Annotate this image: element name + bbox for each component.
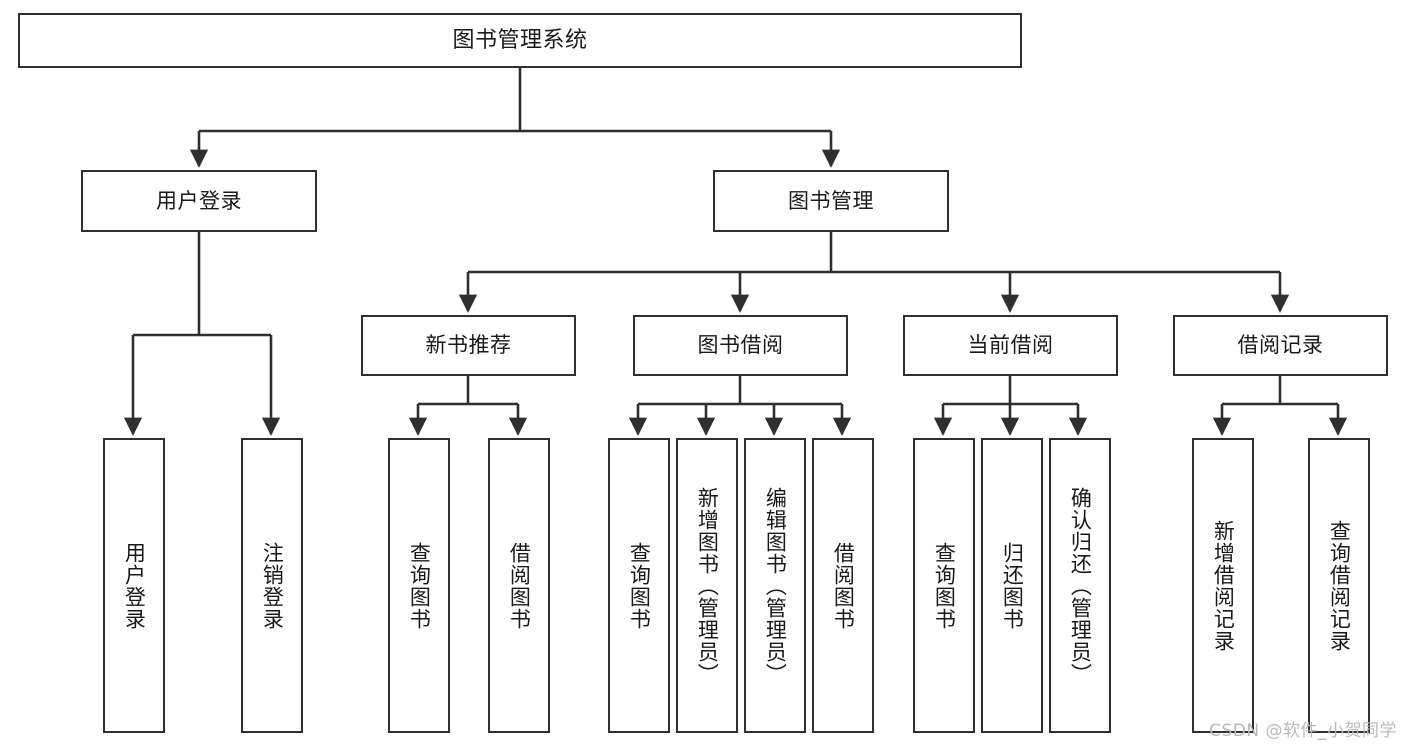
leaf-borrow-query-book[interactable]: 查询图书: [608, 438, 670, 733]
leaf-label: 用户登录: [122, 541, 147, 630]
leaf-label: 查询图书: [627, 541, 652, 630]
leaf-label: 新增图书（管理员）: [695, 486, 720, 685]
leaf-label: 查询图书: [407, 541, 432, 630]
node-user-login[interactable]: 用户登录: [81, 170, 317, 232]
leaf-current-query-book[interactable]: 查询图书: [913, 438, 975, 733]
node-book-borrow-label: 图书借阅: [697, 333, 784, 358]
node-root[interactable]: 图书管理系统: [18, 13, 1022, 68]
leaf-new-book-borrow[interactable]: 借阅图书: [488, 438, 550, 733]
node-book-management-label: 图书管理: [788, 188, 874, 213]
leaf-label: 查询借阅记录: [1327, 519, 1352, 652]
leaf-user-login-logout[interactable]: 注销登录: [241, 438, 303, 733]
leaf-current-confirm-return-admin[interactable]: 确认归还（管理员）: [1049, 438, 1111, 733]
leaf-label: 注销登录: [260, 541, 285, 630]
leaf-label: 新增借阅记录: [1211, 519, 1236, 652]
node-root-label: 图书管理系统: [452, 27, 588, 53]
node-new-book-recommend-label: 新书推荐: [425, 333, 512, 358]
leaf-label: 借阅图书: [831, 541, 856, 630]
leaf-record-query-record[interactable]: 查询借阅记录: [1308, 438, 1370, 733]
leaf-label: 编辑图书（管理员）: [763, 486, 788, 685]
leaf-label: 查询图书: [932, 541, 957, 630]
leaf-label: 归还图书: [1000, 541, 1025, 630]
leaf-borrow-add-book-admin[interactable]: 新增图书（管理员）: [676, 438, 738, 733]
leaf-current-return-book[interactable]: 归还图书: [981, 438, 1043, 733]
node-book-borrow[interactable]: 图书借阅: [633, 315, 848, 376]
node-current-borrow[interactable]: 当前借阅: [903, 315, 1118, 376]
leaf-label: 借阅图书: [507, 541, 532, 630]
leaf-borrow-borrow-book[interactable]: 借阅图书: [812, 438, 874, 733]
leaf-new-book-query[interactable]: 查询图书: [388, 438, 450, 733]
node-borrow-record-label: 借阅记录: [1237, 333, 1324, 358]
node-current-borrow-label: 当前借阅: [967, 333, 1054, 358]
leaf-borrow-edit-book-admin[interactable]: 编辑图书（管理员）: [744, 438, 806, 733]
node-user-login-label: 用户登录: [156, 188, 242, 213]
leaf-label: 确认归还（管理员）: [1068, 486, 1093, 685]
node-borrow-record[interactable]: 借阅记录: [1173, 315, 1388, 376]
leaf-record-add-record[interactable]: 新增借阅记录: [1192, 438, 1254, 733]
node-new-book-recommend[interactable]: 新书推荐: [361, 315, 576, 376]
leaf-user-login-login[interactable]: 用户登录: [103, 438, 165, 733]
node-book-management[interactable]: 图书管理: [713, 170, 949, 232]
